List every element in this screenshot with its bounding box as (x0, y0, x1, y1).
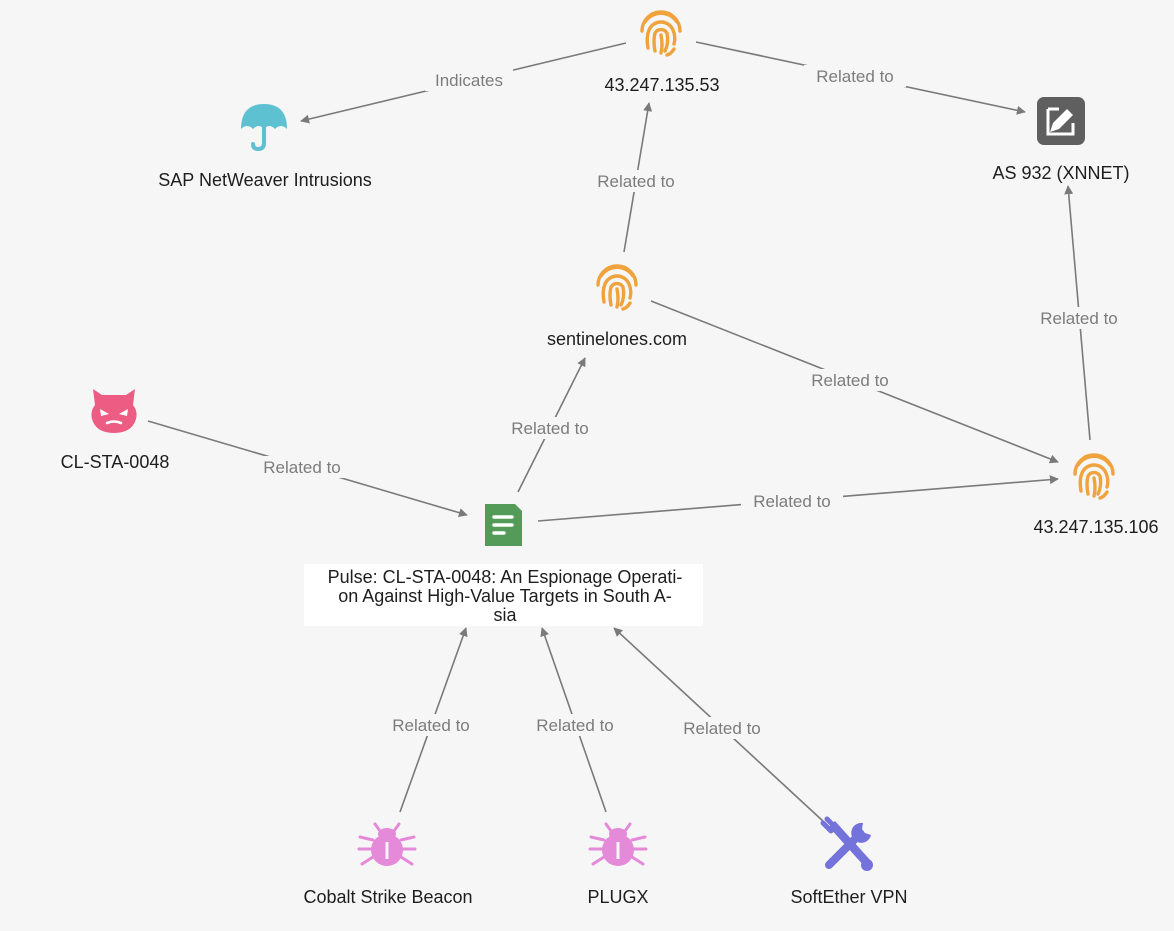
edge-label-bg (804, 65, 906, 87)
node-label: AS 932 (XNNET) (992, 163, 1129, 183)
node-actor-cl-sta-0048[interactable]: CL-STA-0048 (61, 389, 170, 472)
edge-label: Related to (536, 716, 614, 735)
pulse-label-line-3: sia (493, 605, 517, 625)
edge-label: Related to (811, 371, 889, 390)
edit-square-icon (1037, 97, 1085, 145)
devil-face-icon (91, 389, 137, 433)
edge-label-bg (1028, 307, 1130, 329)
edge-cobalt-related-pulse[interactable]: Related to (380, 627, 482, 813)
edge-label-bg (799, 369, 901, 391)
node-label: SAP NetWeaver Intrusions (158, 170, 371, 190)
node-pulse-cl-sta-0048[interactable]: Pulse: CL-STA-0048: An Espionage Operati… (304, 504, 703, 626)
edge-label: Related to (263, 458, 341, 477)
pulse-label-line-2: on Against High-Value Targets in South A… (338, 586, 672, 606)
edge-domain-related-ip2[interactable]: Related to (650, 300, 1059, 464)
bug-icon (588, 822, 648, 866)
edge-label-bg (425, 69, 513, 91)
pulse-label-line-1: Pulse: CL-STA-0048: An Espionage Operati… (328, 567, 683, 587)
edge-plugx-related-pulse[interactable]: Related to (524, 627, 626, 813)
node-domain-sentinelones-com[interactable]: sentinelones.com (547, 264, 687, 349)
edge-pulse-related-ip2[interactable]: Related to (537, 475, 1059, 522)
edge-label: Related to (597, 172, 675, 191)
node-label: CL-STA-0048 (61, 452, 170, 472)
edge-ip2-related-asn[interactable]: Related to (1028, 185, 1130, 441)
node-label: sentinelones.com (547, 329, 687, 349)
edge-ip1-related-asn[interactable]: Related to (695, 41, 1026, 115)
edge-softether-related-pulse[interactable]: Related to (613, 627, 825, 823)
edge-label: Related to (816, 67, 894, 86)
bug-icon (357, 822, 417, 866)
edge-pulse-related-domain[interactable]: Related to (499, 357, 601, 493)
node-sap-netweaver-intrusions[interactable]: SAP NetWeaver Intrusions (158, 104, 372, 190)
fingerprint-icon (640, 10, 682, 57)
edge-label: Related to (753, 492, 831, 511)
edge-ip1-indicates-sap[interactable]: Indicates (300, 42, 627, 124)
node-label: Cobalt Strike Beacon (303, 887, 472, 907)
edge-label-bg (585, 170, 687, 192)
edge-label-bg (380, 714, 482, 736)
node-label: PLUGX (587, 887, 648, 907)
node-tool-softether-vpn[interactable]: SoftEther VPN (790, 816, 908, 907)
fingerprint-icon (596, 264, 638, 311)
edge-label: Related to (1040, 309, 1118, 328)
node-ip-43-247-135-106[interactable]: 43.247.135.106 (1033, 453, 1159, 537)
edge-actor-related-pulse[interactable]: Related to (147, 420, 468, 518)
umbrella-icon (241, 104, 287, 152)
edge-label-bg (499, 417, 601, 439)
node-ip-43-247-135-53[interactable]: 43.247.135.53 (604, 10, 720, 95)
edge-label-bg (741, 490, 843, 512)
tools-icon (820, 816, 873, 871)
edge-label-bg (524, 714, 626, 736)
edge-label-bg (251, 456, 353, 478)
node-label: 43.247.135.106 (1033, 517, 1158, 537)
edge-label: Indicates (435, 71, 503, 90)
node-malware-plugx[interactable]: PLUGX (587, 822, 649, 907)
node-label: 43.247.135.53 (604, 75, 719, 95)
pulse-label-box (304, 564, 703, 626)
fingerprint-icon (1073, 453, 1115, 500)
node-asn-932-xnnet[interactable]: AS 932 (XNNET) (992, 97, 1130, 183)
node-malware-cobalt-strike-beacon[interactable]: Cobalt Strike Beacon (303, 822, 473, 907)
document-icon (485, 504, 522, 546)
edge-domain-related-ip1[interactable]: Related to (585, 102, 687, 253)
edge-label: Related to (511, 419, 589, 438)
edge-label: Related to (683, 719, 761, 738)
node-label: SoftEther VPN (790, 887, 907, 907)
edge-label-bg (671, 717, 773, 739)
edges: Indicates Related to Related to Related … (147, 41, 1130, 823)
edge-label: Related to (392, 716, 470, 735)
